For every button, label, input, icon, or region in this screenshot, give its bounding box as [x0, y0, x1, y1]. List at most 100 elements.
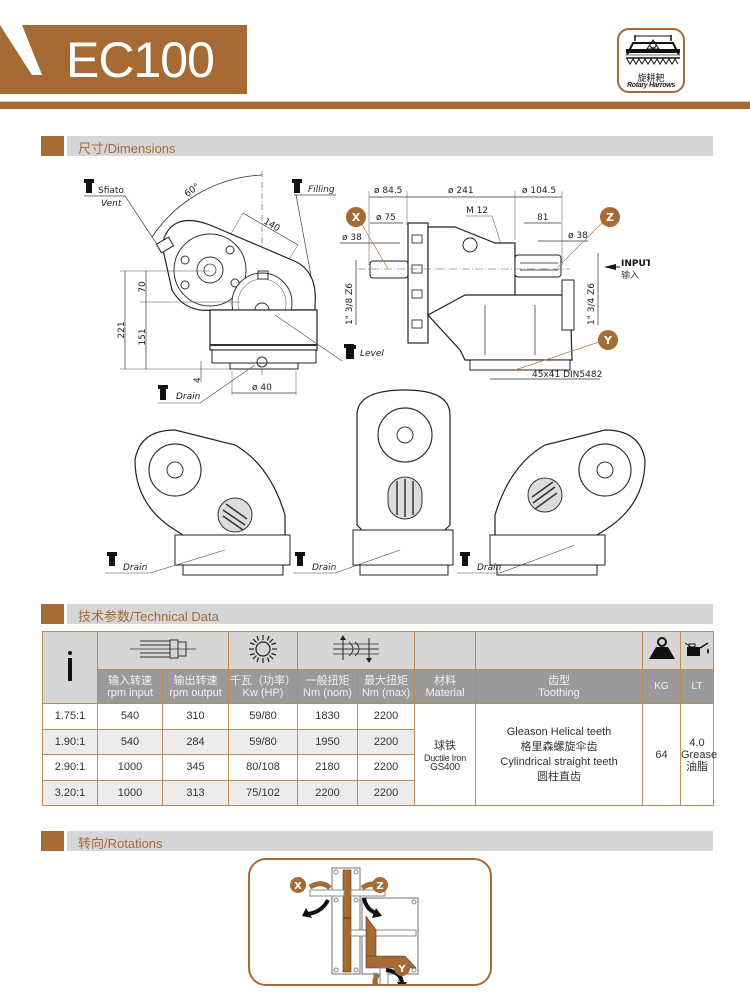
ratio-cell: 3.20:1 — [42, 779, 98, 806]
gearbox-housing — [155, 219, 318, 370]
application-badge: 旋耕耙 Rotary Harrows — [617, 28, 685, 93]
torque-icon — [333, 635, 379, 663]
header-icon-cell — [642, 631, 681, 670]
table-row: 3.20:1 1000 313 75/102 2200 2200 — [42, 779, 714, 806]
ratio-cell: 1.90:1 — [42, 728, 98, 755]
section-title: 尺寸/Dimensions — [78, 141, 176, 156]
torque-nom-cell: 1830 — [297, 703, 358, 730]
rpm-input-cell: 1000 — [97, 754, 163, 781]
column-header-power: 千瓦（功率）Kw (HP) — [228, 669, 298, 704]
ratio-cell: 2.90:1 — [42, 754, 98, 781]
oil-can-icon — [684, 642, 709, 656]
marker-x: X — [346, 207, 366, 227]
torque-max-cell: 2200 — [357, 728, 415, 755]
column-header-kg: KG — [642, 669, 681, 704]
rotary-harrow-icon — [626, 35, 680, 65]
material-cell: 球铁 Ductile Iron GS400 — [414, 703, 476, 806]
power-sun-icon — [249, 635, 277, 663]
right-shaft-diameter: ø 38 — [568, 231, 588, 241]
height-lower-dimension: 151 — [138, 328, 148, 345]
section-header-rotations: 转向/Rotations — [41, 831, 713, 851]
rpm-input-cell: 1000 — [97, 779, 163, 806]
left-flange-diameter: ø 84.5 — [374, 186, 402, 196]
left-spline-spec: 1" 3/8 Z6 — [345, 283, 355, 325]
output-spline-spec: 45x41 DIN5482 — [532, 370, 602, 380]
marker-z: Z — [600, 207, 620, 227]
rpm-output-cell: 313 — [162, 779, 229, 806]
height-upper-dimension: 70 — [138, 281, 148, 293]
table-row: 1.90:1 540 284 59/80 1950 2200 — [42, 728, 714, 755]
section-marker — [41, 136, 64, 156]
input-label-en: INPUT — [621, 259, 650, 269]
angle-dimension: 60° — [183, 182, 202, 199]
weight-cell: 64 — [642, 703, 681, 806]
rpm-input-cell: 540 — [97, 703, 163, 730]
torque-max-cell: 2200 — [357, 754, 415, 781]
rpm-output-cell: 310 — [162, 703, 229, 730]
header-icon-cell — [475, 631, 643, 670]
svg-text:X: X — [294, 881, 302, 892]
svg-text:Z: Z — [376, 881, 383, 892]
side-view-drawing: Sfiato Vent Filling 60° 140 221 70 — [84, 171, 356, 404]
rotation-diagram: X Z Y — [290, 867, 419, 1000]
plug-icon — [107, 552, 117, 566]
model-title-banner: EC100 — [0, 25, 247, 94]
column-header-lt: LT — [680, 669, 714, 704]
section-marker — [41, 604, 64, 624]
section-title: 技术参数/Technical Data — [78, 609, 219, 624]
rpm-input-cell: 540 — [97, 728, 163, 755]
svg-text:Z: Z — [606, 211, 614, 224]
section-bar — [67, 831, 713, 851]
model-title: EC100 — [66, 32, 215, 88]
marker-z: Z — [372, 877, 388, 893]
badge-label-cn: 旋耕耙 — [637, 73, 665, 83]
toothing-cell: Gleason Helical teeth 格里森螺旋伞齿 Cylindrica… — [475, 703, 643, 806]
rpm-output-cell: 345 — [162, 754, 229, 781]
torque-nom-cell: 2200 — [297, 779, 358, 806]
header-icon-cell — [97, 631, 229, 670]
drain-label: Drain — [123, 563, 148, 573]
drain-label: Drain — [477, 563, 502, 573]
badge-label-en: Rotary Harrows — [627, 82, 675, 89]
header-icon-cell — [414, 631, 476, 670]
plug-icon — [344, 344, 354, 359]
header-icon-cell — [297, 631, 415, 670]
section-marker — [41, 831, 64, 851]
rotation-diagram-box: X Z Y — [248, 858, 492, 1000]
power-cell: 59/80 — [228, 703, 298, 730]
input-label-cn: 输入 — [621, 269, 639, 281]
torque-max-cell: 2200 — [357, 703, 415, 730]
left-shaft-diameter: ø 38 — [342, 233, 362, 243]
section-title: 转向/Rotations — [78, 836, 163, 851]
header-icon-cell — [228, 631, 298, 670]
power-cell: 59/80 — [228, 728, 298, 755]
plug-icon — [292, 179, 302, 193]
vent-label-en: Vent — [101, 199, 122, 209]
lubricant-cell: 4.0 Grease 油脂 — [680, 703, 717, 806]
torque-nom-cell: 2180 — [297, 754, 358, 781]
vent-label-it: Sfiato — [98, 186, 124, 196]
drain-views-drawing: Drain Drain Drain — [105, 389, 646, 576]
filling-label: Filling — [308, 185, 335, 195]
ratio-cell: 1.75:1 — [42, 703, 98, 730]
svg-text:Y: Y — [397, 964, 406, 975]
right-spline-spec: 1" 3/4 Z6 — [587, 283, 597, 325]
table-row: 1.75:1 540 310 59/80 1830 2200 球铁 Ductil… — [42, 703, 717, 806]
shaft-speed-icon — [130, 639, 196, 659]
section-header-dimensions: 尺寸/Dimensions — [41, 136, 713, 156]
base-offset-dimension: 4 — [193, 377, 203, 383]
base-diameter-dimension: ø 40 — [252, 383, 272, 393]
front-view-drawing: ø 84.5 ø 241 ø 104.5 ø 75 ø 38 M 12 81 ø… — [340, 186, 650, 380]
height-total-dimension: 221 — [117, 321, 127, 338]
plug-icon — [84, 179, 94, 193]
level-label: Level — [360, 349, 384, 359]
svg-text:Y: Y — [603, 334, 613, 347]
marker-x: X — [290, 877, 306, 893]
ratio-symbol-icon — [68, 651, 72, 681]
plug-icon — [158, 385, 168, 400]
